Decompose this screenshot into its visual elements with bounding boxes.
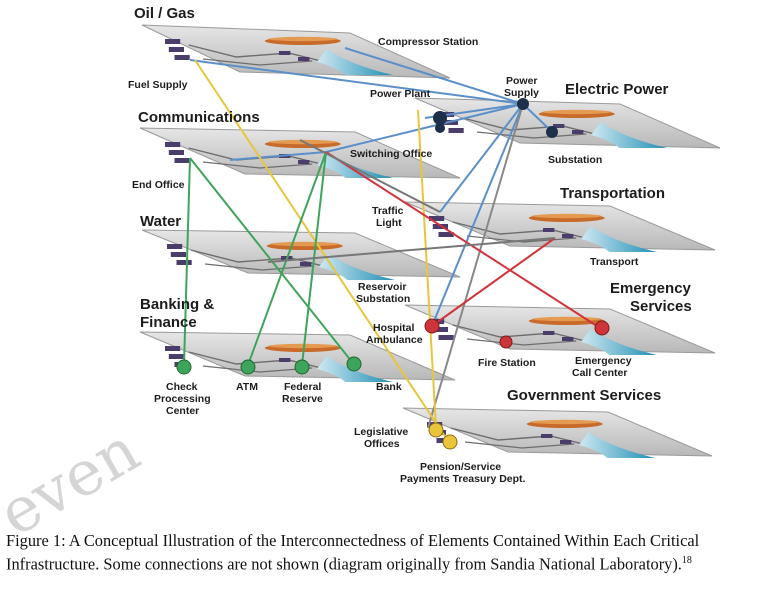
connection-line <box>431 237 556 327</box>
label-substation: Substation <box>548 154 602 166</box>
connection-line <box>229 151 327 161</box>
label-pension-1: Pension/Service <box>420 461 501 473</box>
connection-line <box>344 47 524 105</box>
label-federal-1: Federal <box>284 381 321 393</box>
label-check-3: Center <box>166 405 199 417</box>
label-transport: Transport <box>590 256 639 268</box>
federal-reserve-node <box>294 359 310 375</box>
label-hospital-1: Hospital <box>373 322 415 334</box>
power-supply-node <box>517 98 529 110</box>
caption-footnote: 18 <box>681 555 692 566</box>
check-processing-node <box>176 359 192 375</box>
pension-node <box>442 434 458 450</box>
label-traffic-light-2: Light <box>376 217 402 229</box>
sector-banking-line1: Banking & <box>140 296 214 313</box>
figure-caption: Figure 1: A Conceptual Illustration of t… <box>6 531 754 574</box>
label-reservoir-2: Substation <box>356 293 410 305</box>
legislative-offices-node <box>428 422 444 438</box>
label-bank: Bank <box>376 381 402 393</box>
connection-line <box>194 59 447 439</box>
label-switching-office: Switching Office <box>350 148 432 160</box>
sector-communications: Communications <box>138 109 260 126</box>
hospital-node <box>424 318 440 334</box>
emergency-call-center-node <box>594 320 610 336</box>
connection-line <box>247 151 327 366</box>
connection-line <box>189 157 353 363</box>
fire-station-node <box>499 335 513 349</box>
sector-electric-power: Electric Power <box>565 81 669 98</box>
label-legislative-2: Offices <box>364 438 400 450</box>
sector-government-services: Government Services <box>507 387 661 404</box>
layer-government-services <box>402 407 713 459</box>
label-atm: ATM <box>236 381 258 393</box>
power-plant-node <box>433 111 447 125</box>
sector-emergency-line2: Services <box>630 298 692 315</box>
connection-line <box>299 139 441 213</box>
label-power-supply-1: Power <box>506 75 538 87</box>
label-compressor-station: Compressor Station <box>378 36 478 48</box>
power-plant-node-2 <box>435 123 445 133</box>
nodes <box>176 98 610 450</box>
label-check-2: Processing <box>154 393 211 405</box>
substation-node <box>546 126 558 138</box>
layer-emergency-services <box>404 304 716 356</box>
sector-emergency-line1: Emergency <box>610 280 692 297</box>
label-end-office: End Office <box>132 179 185 191</box>
layer-electric-power <box>414 97 721 149</box>
connection-line <box>267 237 556 263</box>
connection-line <box>189 59 524 105</box>
label-traffic-light-1: Traffic <box>372 205 404 217</box>
label-check-1: Check <box>166 381 198 393</box>
connection-line <box>325 151 601 329</box>
label-fuel-supply: Fuel Supply <box>128 79 188 91</box>
layer-oil-gas <box>141 24 451 79</box>
layer-water <box>141 229 461 281</box>
watermark-text: even <box>0 413 151 550</box>
label-power-supply-2: Supply <box>504 87 539 99</box>
caption-text: Figure 1: A Conceptual Illustration of t… <box>6 531 700 574</box>
connection-line <box>417 109 437 429</box>
layer-communications <box>139 127 461 179</box>
connection-line <box>439 103 524 213</box>
label-power-plant: Power Plant <box>370 88 431 100</box>
sector-water: Water <box>140 213 181 230</box>
layer-transportation <box>404 201 716 253</box>
sector-banking-line2: Finance <box>140 314 197 331</box>
label-emergency-call-2: Call Center <box>572 367 627 379</box>
label-legislative-1: Legislative <box>354 426 408 438</box>
connection-line <box>183 157 191 366</box>
watermark: even <box>0 413 151 550</box>
bank-node <box>346 356 362 372</box>
label-hospital-2: Ambulance <box>366 334 423 346</box>
label-reservoir-1: Reservoir <box>358 281 406 293</box>
atm-node <box>240 359 256 375</box>
label-pension-2: Payments Treasury Dept. <box>400 473 526 485</box>
label-emergency-call-1: Emergency <box>575 355 632 367</box>
connection-line <box>427 103 524 429</box>
label-federal-2: Reserve <box>282 393 323 405</box>
connection-line <box>431 103 524 327</box>
sector-oil-gas: Oil / Gas <box>134 5 195 22</box>
sector-transportation: Transportation <box>560 185 665 202</box>
connection-line <box>325 103 524 153</box>
label-fire-station: Fire Station <box>478 357 536 369</box>
layer-banking <box>139 331 456 383</box>
connections <box>183 47 601 439</box>
